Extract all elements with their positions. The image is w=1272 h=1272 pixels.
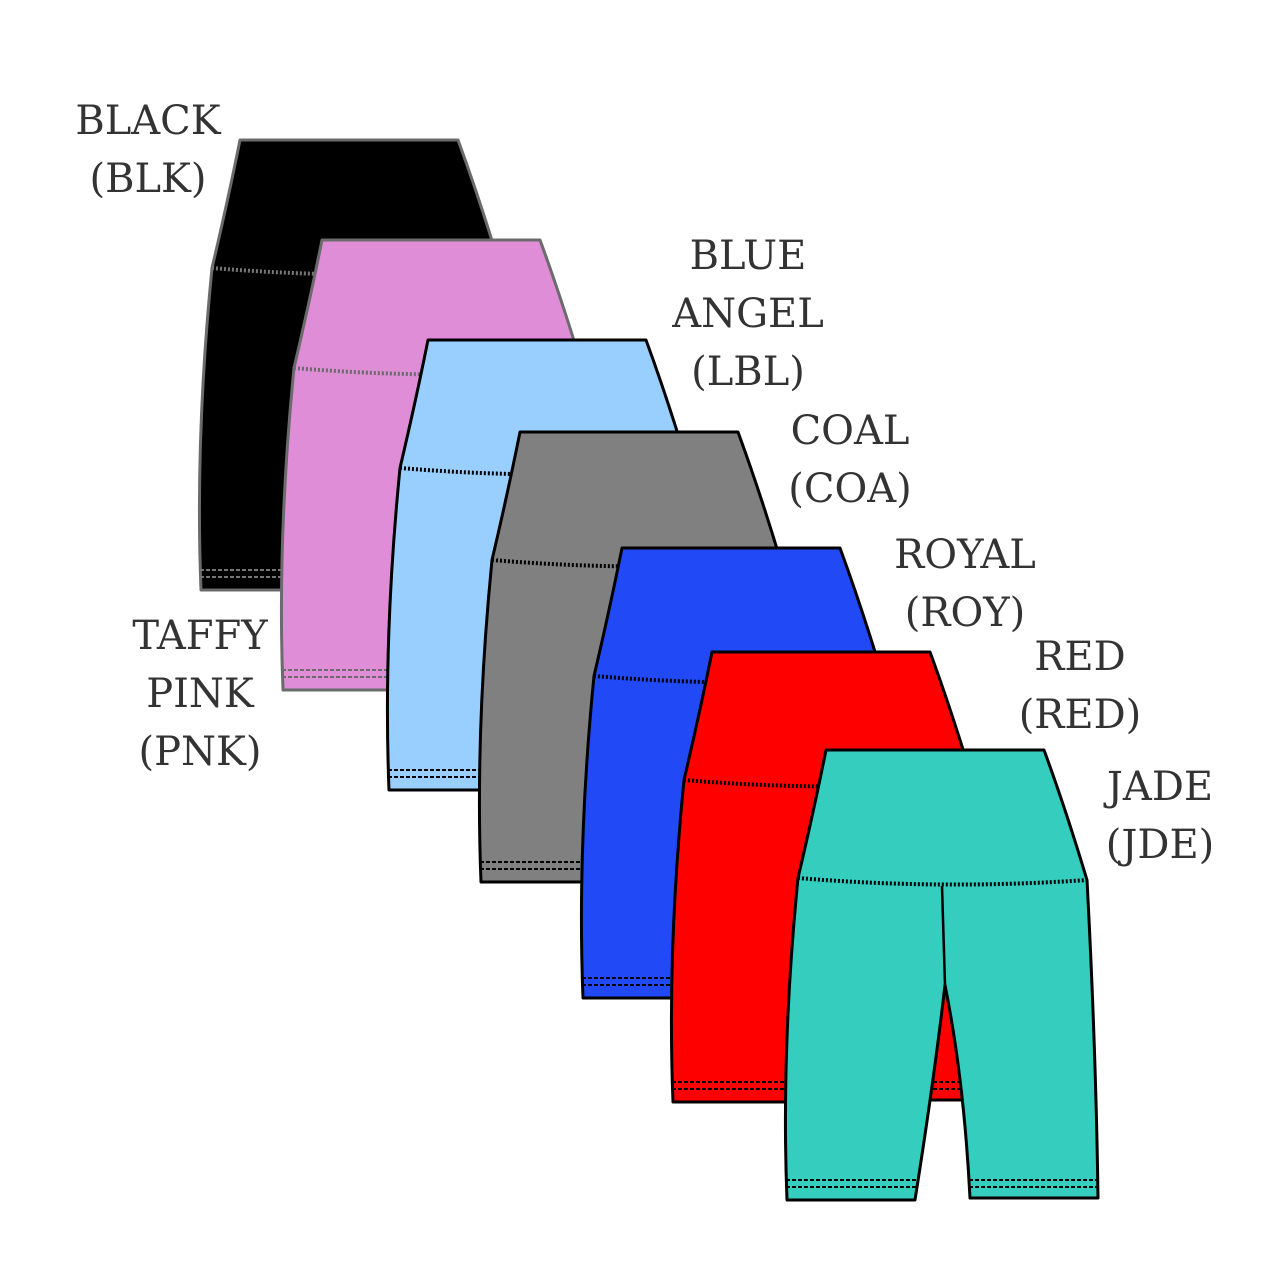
label-black: BLACK (BLK) [18, 92, 278, 208]
shorts-body [783, 748, 1100, 1202]
label-red: RED (RED) [950, 628, 1210, 744]
color-name: BLUE [689, 233, 807, 279]
label-coal: COAL (COA) [720, 402, 980, 518]
color-code: (LBL) [691, 349, 805, 395]
color-name-2: ANGEL [672, 291, 824, 337]
label-taffy-pink: TAFFY PINK (PNK) [70, 607, 330, 781]
color-name: ROYAL [894, 532, 1036, 578]
color-name: RED [1034, 634, 1126, 680]
color-code: (BLK) [89, 156, 207, 202]
shorts-jade [783, 748, 1100, 1202]
color-code: (RED) [1018, 692, 1142, 738]
color-name: BLACK [75, 98, 221, 144]
color-name: COAL [790, 408, 910, 454]
color-code: (ROY) [904, 590, 1026, 636]
color-name: JADE [1106, 764, 1214, 810]
label-jade: JADE (JDE) [1030, 758, 1272, 874]
color-code: (COA) [788, 466, 912, 512]
label-royal: ROYAL (ROY) [835, 526, 1095, 642]
center-seam [940, 885, 947, 986]
color-code: (JDE) [1105, 822, 1215, 868]
color-code: (PNK) [138, 729, 262, 775]
color-name: TAFFY [132, 613, 268, 659]
color-name-2: PINK [146, 671, 254, 717]
label-blue-angel: BLUE ANGEL (LBL) [618, 227, 878, 401]
waistband-seam [797, 876, 1088, 887]
